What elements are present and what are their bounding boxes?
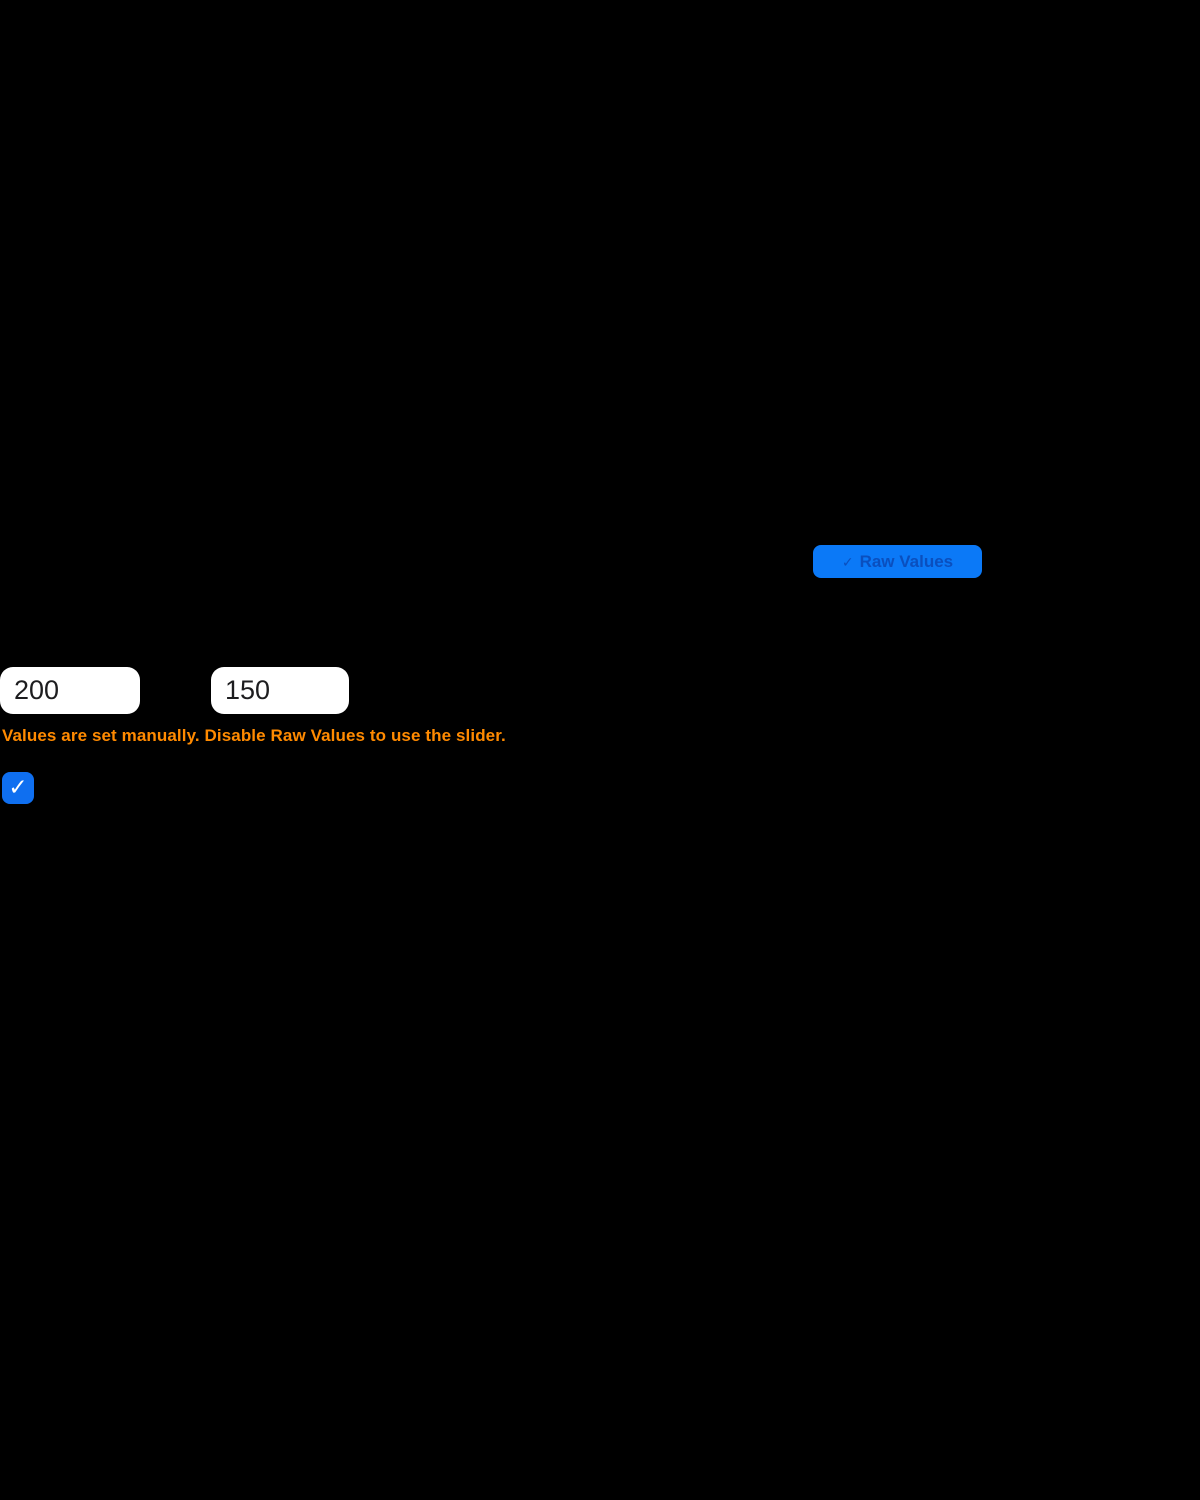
raw-values-button-label: Raw Values [859,552,954,571]
manual-values-warning-text: Values are set manually. Disable Raw Val… [2,726,506,745]
checkmark-icon: ✓ [8,773,28,800]
value-input-1[interactable] [0,667,140,714]
checked-checkbox[interactable]: ✓ [2,772,34,804]
checkmark-icon: ✓ [841,553,854,570]
raw-values-toggle-button[interactable]: ✓ Raw Values [813,545,982,578]
value-input-2[interactable] [211,667,349,714]
